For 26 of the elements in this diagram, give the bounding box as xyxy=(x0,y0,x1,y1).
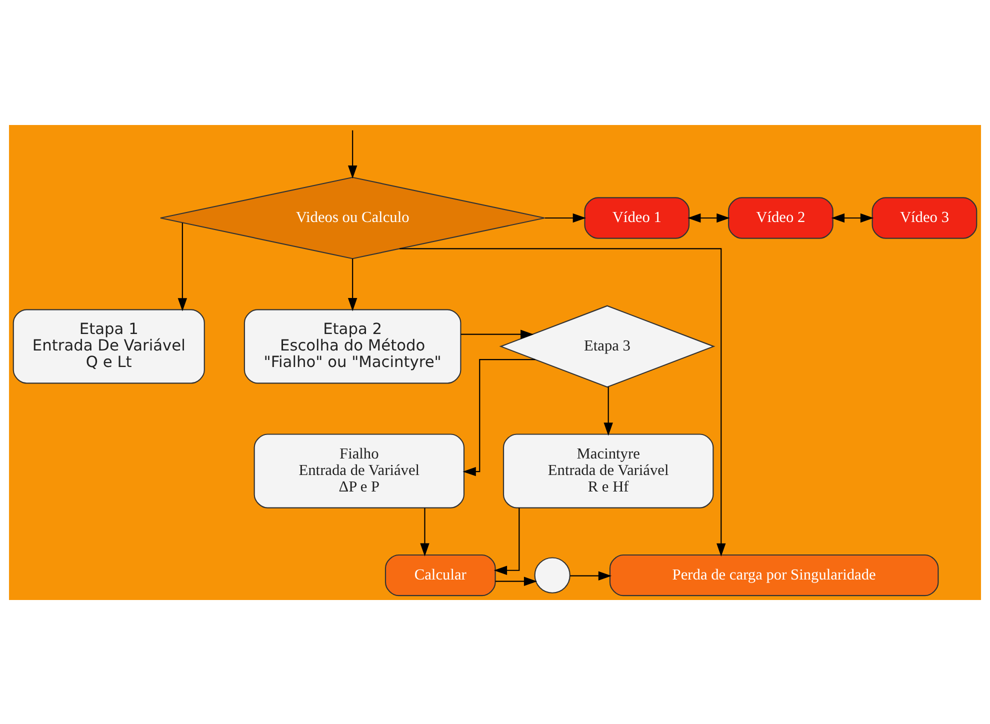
node-box: Fialho Entrada de Variável ΔP e P xyxy=(254,433,465,508)
arrow xyxy=(688,212,730,222)
arrow xyxy=(400,248,726,556)
arrow xyxy=(178,222,188,311)
node-box: Vídeo 2 xyxy=(728,196,834,238)
node-box: Macintyre Entrada de Variável R e Hf xyxy=(502,433,714,508)
node-diamond: Etapa 3 xyxy=(499,304,716,388)
node-box: Etapa 1 Entrada De Variável Q e Lt xyxy=(12,308,205,384)
node-box: Calcular xyxy=(384,554,496,596)
node-box: Etapa 2 Escolha do Método "Fialho" ou "Macintyre" xyxy=(244,308,462,384)
node-circle xyxy=(534,556,570,593)
arrow xyxy=(420,508,430,556)
arrow xyxy=(460,329,534,338)
node-box: Perda de carga por Singularidade xyxy=(609,554,939,596)
arrow xyxy=(494,508,520,574)
arrow xyxy=(831,212,874,222)
arrow xyxy=(604,386,613,436)
arrow xyxy=(495,576,538,586)
node-diamond: Videos ou Calculo xyxy=(160,176,546,259)
arrow xyxy=(348,258,358,311)
node-box: Vídeo 1 xyxy=(584,196,690,238)
arrow xyxy=(462,358,536,476)
arrow xyxy=(348,130,358,178)
arrow xyxy=(570,570,612,580)
arrow xyxy=(544,212,586,222)
node-box: Vídeo 3 xyxy=(872,196,978,238)
